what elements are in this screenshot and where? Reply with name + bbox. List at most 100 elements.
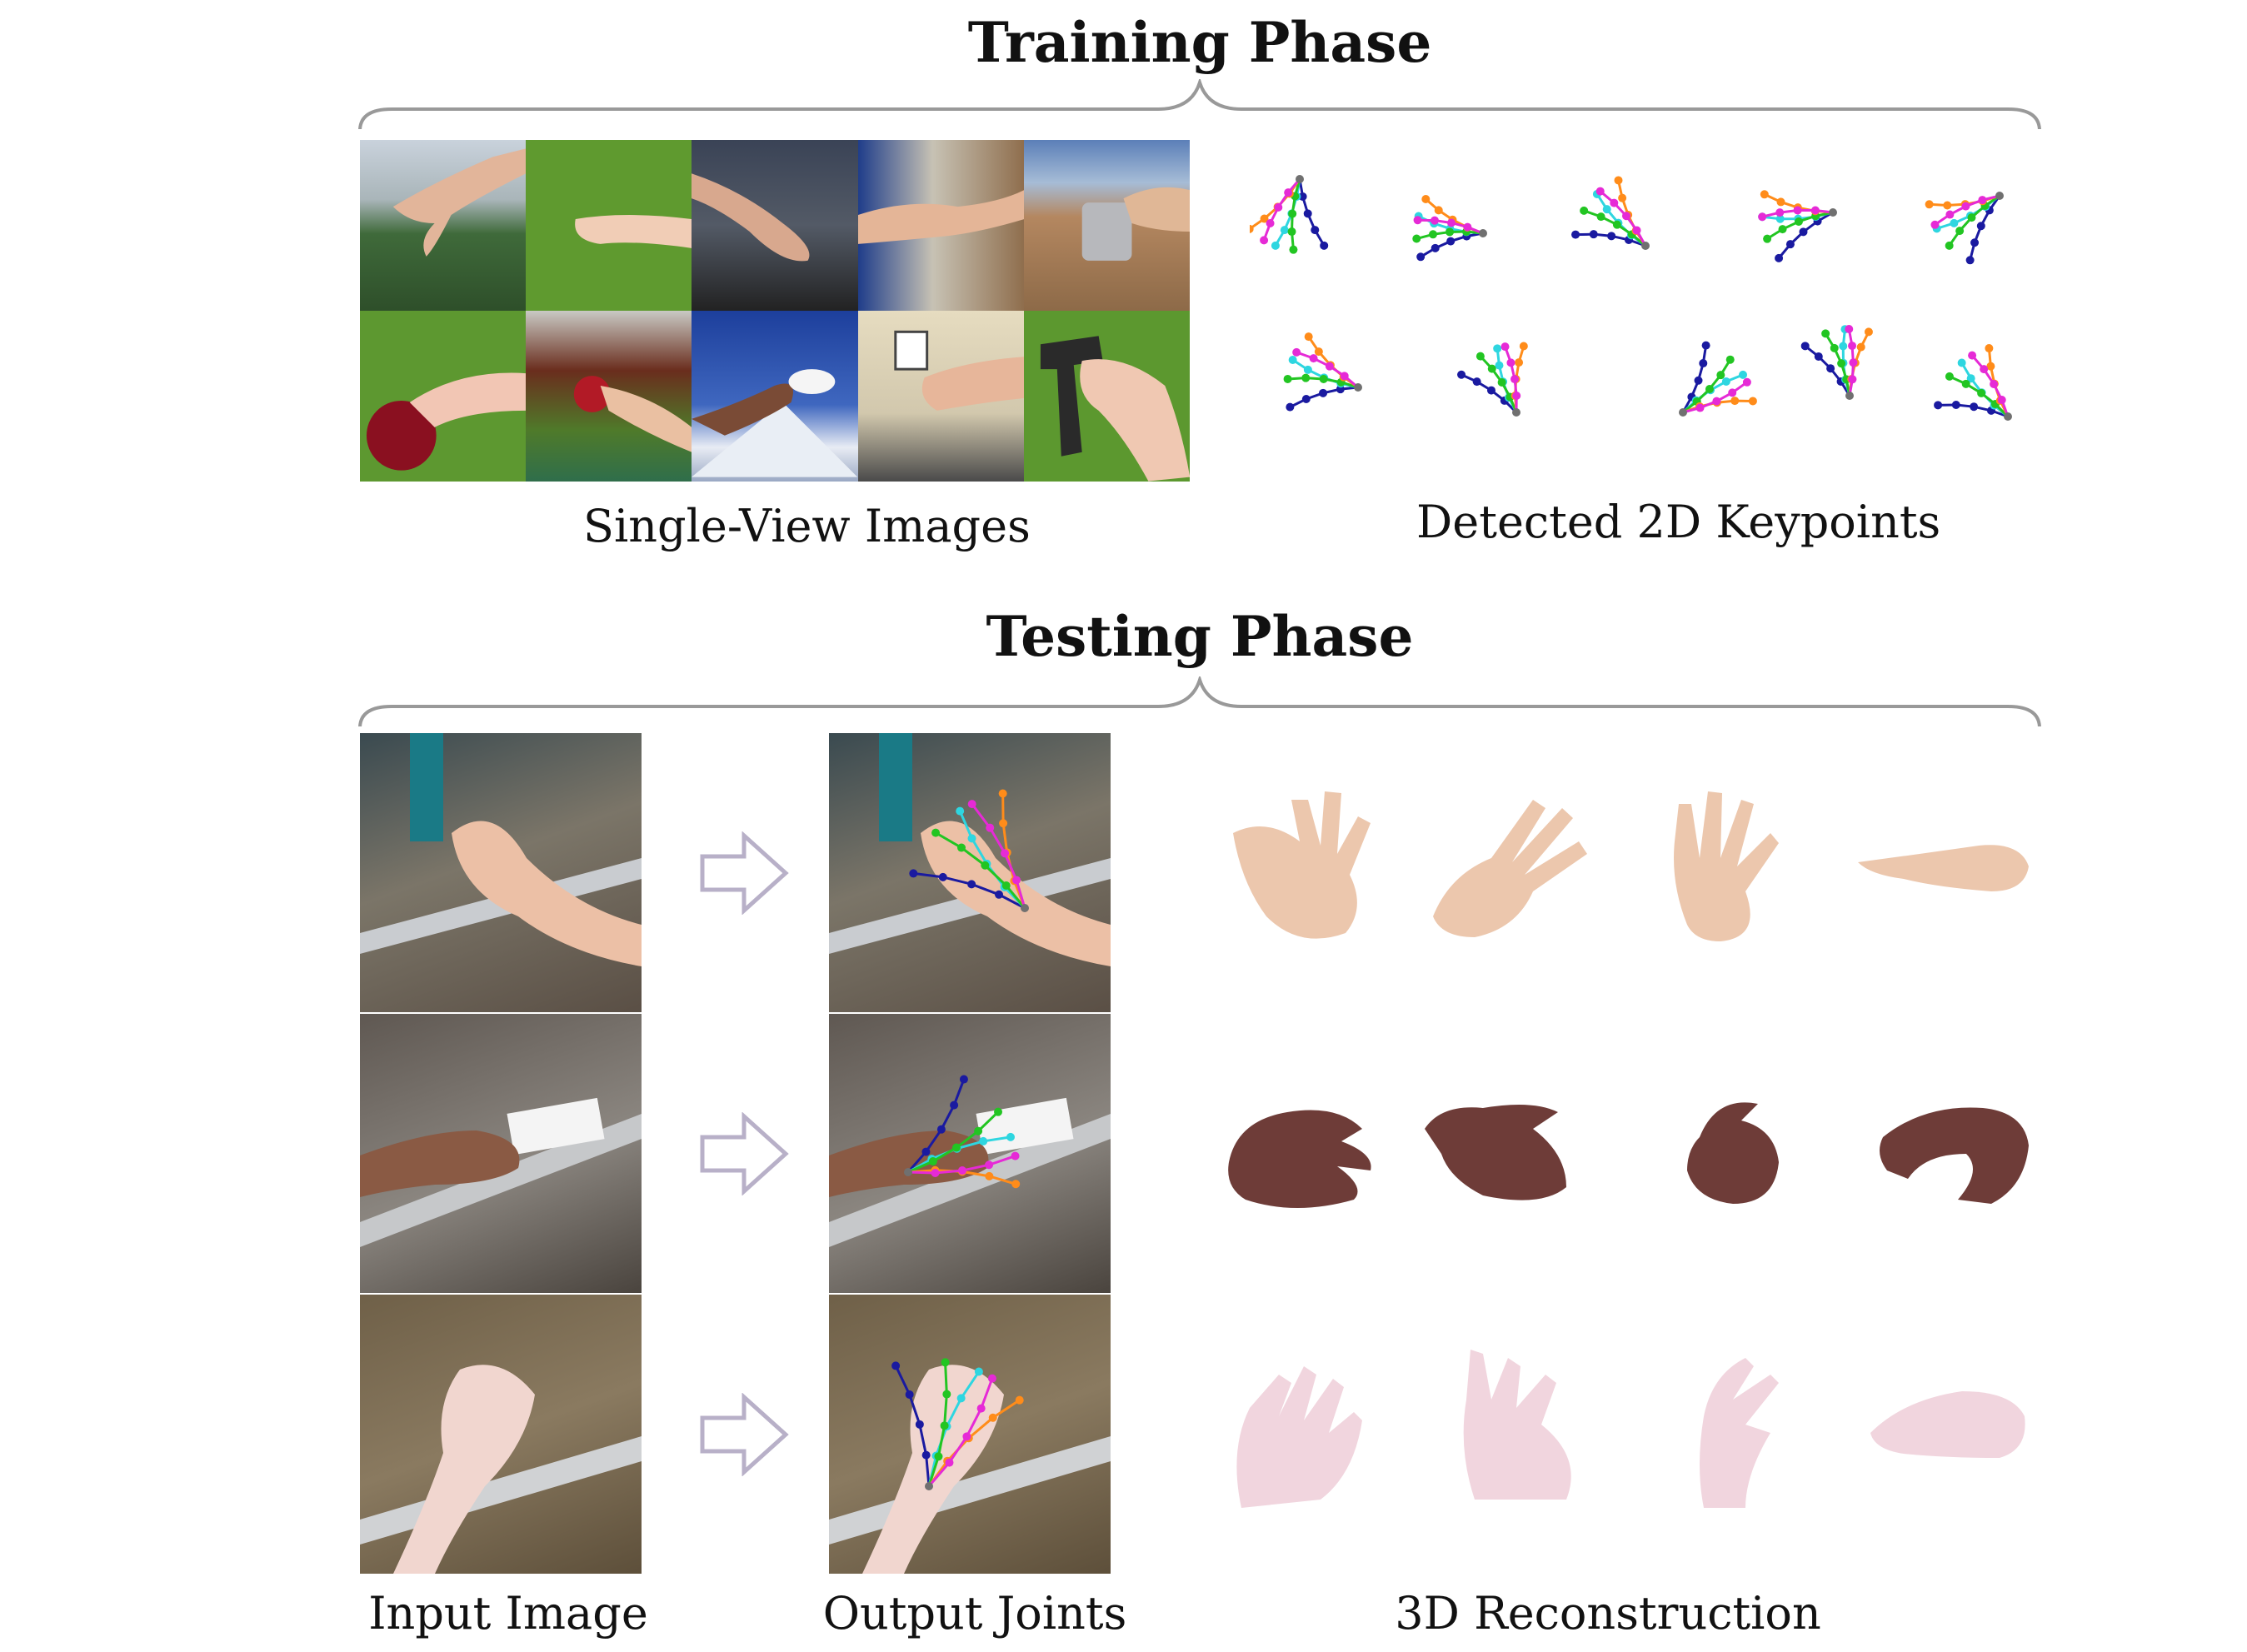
keypoint [1280,226,1289,235]
keypoint [986,823,995,832]
keypoint [1748,397,1757,406]
keypoint [959,1075,968,1084]
keypoint [1274,202,1283,212]
keypoint [981,861,990,870]
keypoint [1800,342,1810,351]
keypoint-skeleton-5 [1925,192,2004,265]
keypoint-skeleton-8 [1679,341,1757,417]
keypoint [1694,376,1703,385]
reconstruction-hand-2-1 [1228,1110,1371,1208]
keypoint [985,1171,994,1180]
keypoint [1699,359,1708,368]
keypoint [1776,197,1785,207]
keypoint [1320,241,1329,250]
keypoint [1001,881,1011,890]
keypoint [1775,214,1785,223]
keypoint [1512,392,1521,401]
keypoint [1298,192,1307,201]
keypoint [1775,253,1784,262]
keypoint [1821,329,1830,338]
keypoint [1015,1395,1024,1405]
keypoint-skeleton-6 [1283,332,1362,412]
keypoint [1618,193,1627,202]
keypoint [1632,226,1641,235]
input-image-3 [360,1295,642,1574]
wrist-keypoint [1829,208,1837,217]
keypoint [931,1168,940,1177]
keypoint [1303,365,1312,374]
keypoint [1728,388,1737,397]
keypoint [931,828,941,837]
wrist-keypoint [1479,229,1487,237]
reconstruction-hand-1-2 [1433,800,1587,937]
keypoint [1614,176,1623,185]
keypoint [1434,206,1443,215]
keypoint [950,1101,959,1110]
keypoint [1493,344,1502,353]
keypoint [1997,396,2006,405]
keypoint [1849,358,1858,367]
keypoint [994,890,1003,899]
keypoint [1742,377,1751,387]
keypoint [1845,325,1854,334]
keypoint [1785,240,1795,249]
keypoint-skeleton-3 [1571,176,1650,250]
keypoint [1864,327,1873,337]
keypoint [1725,355,1735,364]
output-joints-3 [829,1295,1111,1574]
reconstruction-hand-3-1 [1236,1366,1362,1508]
keypoint [1977,388,1986,397]
arrow-right-icon [700,831,789,915]
training-phase-title: Training Phase [967,10,1432,75]
keypoint [1571,230,1580,239]
keypoint [1284,188,1293,197]
training-image-green-gun [1023,311,1190,482]
keypoint [941,1358,950,1367]
keypoint [1778,225,1787,234]
keypoint [988,1413,997,1422]
keypoint [1961,202,1970,211]
keypoint [1301,395,1311,404]
keypoint [1814,352,1823,361]
training-image-snowy-mountain [692,311,858,482]
keypoint [1011,1180,1021,1189]
keypoint [1980,365,1989,374]
keypoint [1457,370,1466,379]
keypoint [1945,210,1955,219]
keypoint [1839,342,1848,351]
training-brace [358,79,2041,129]
wrist-keypoint [1296,175,1304,183]
keypoint [1612,220,1621,229]
keypoint [1968,351,1977,360]
keypoint [1012,876,1021,885]
keypoint [1006,1132,1015,1141]
wrist-keypoint [1845,392,1854,400]
keypoint [1955,227,1965,236]
keypoint [1250,224,1254,233]
keypoint [1288,209,1297,218]
keypoint [1011,1151,1020,1160]
wrist-keypoint [2004,412,2012,421]
arrow-right-icon [700,1393,789,1476]
keypoint [1519,342,1528,351]
output-skeleton [891,1358,1024,1490]
output-joints-1 [829,733,1111,1012]
keypoint [909,869,918,878]
reconstruction-hand-1-4 [1858,845,2029,891]
keypoint [1950,218,1959,227]
keypoint [956,806,965,816]
keypoint [1476,352,1485,361]
keypoint [1695,403,1705,412]
reconstruction-hand-2-3 [1687,1102,1779,1204]
keypoint [967,800,976,809]
keypoint [1283,374,1292,383]
keypoint [1930,220,1940,229]
keypoint [1260,236,1269,245]
keypoint-skeleton-9 [1800,325,1873,400]
keypoint [962,1432,971,1441]
keypoint [994,1107,1003,1116]
keypoint [1287,227,1296,237]
keypoint [1978,196,1987,205]
keypoint [1495,361,1504,370]
keypoint [1763,234,1772,243]
